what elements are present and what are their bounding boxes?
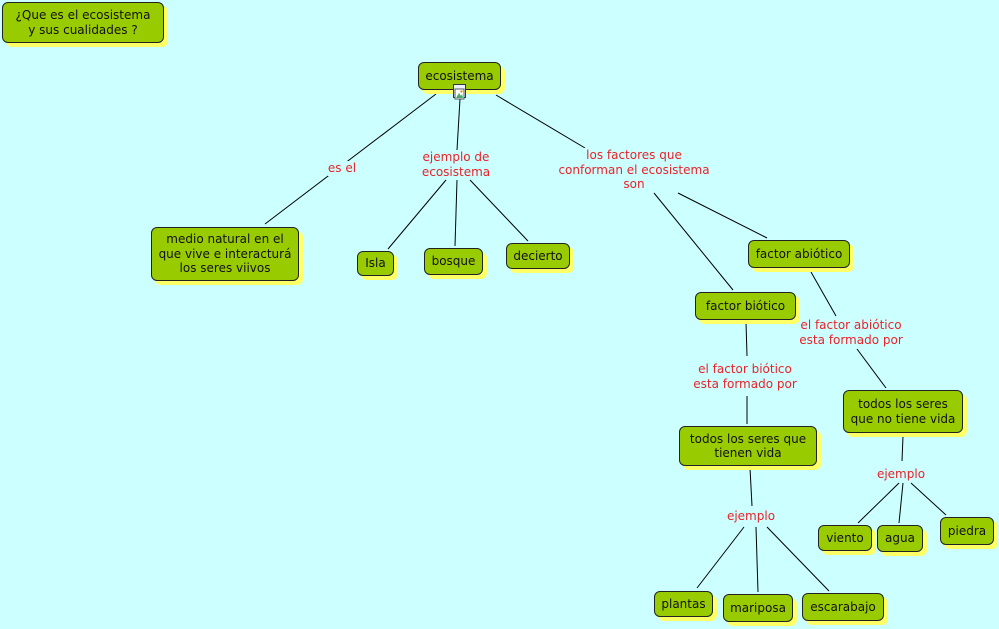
connector-line bbox=[653, 192, 734, 291]
connector-line bbox=[495, 94, 586, 149]
concept-medio-natural[interactable]: medio natural en el que vive e interactu… bbox=[151, 227, 299, 281]
connector-line bbox=[766, 526, 830, 592]
link-factores: los factores que conforman el ecosistema… bbox=[558, 148, 710, 192]
connector-line bbox=[456, 98, 461, 151]
map-title: ¿Que es el ecosistema y sus cualidades ? bbox=[2, 2, 164, 43]
connector-line bbox=[857, 482, 900, 524]
connector-line bbox=[910, 482, 947, 516]
connector-line bbox=[677, 192, 768, 239]
link-ejemplo-sin-vida: ejemplo bbox=[876, 467, 926, 482]
connector-line bbox=[745, 321, 748, 357]
concept-bosque[interactable]: bosque bbox=[424, 248, 483, 275]
concept-factor-abiotico[interactable]: factor abiótico bbox=[748, 240, 850, 268]
concept-mariposa[interactable]: mariposa bbox=[723, 594, 793, 622]
concept-piedra[interactable]: piedra bbox=[940, 517, 994, 545]
connector-line bbox=[454, 179, 458, 247]
concept-seres-sin-vida[interactable]: todos los seres que no tiene vida bbox=[843, 390, 963, 433]
concept-decierto[interactable]: decierto bbox=[506, 243, 570, 269]
link-ejemplo-de-ecosistema: ejemplo de ecosistema bbox=[421, 150, 491, 179]
concept-seres-con-vida[interactable]: todos los seres que tienen vida bbox=[679, 426, 817, 466]
connector-line bbox=[387, 179, 447, 250]
concept-agua[interactable]: agua bbox=[877, 525, 923, 552]
connector-line bbox=[810, 271, 837, 317]
connector-line bbox=[901, 435, 904, 462]
concept-factor-biotico[interactable]: factor biótico bbox=[695, 292, 796, 320]
connector-line bbox=[264, 93, 437, 225]
connector-line bbox=[755, 526, 759, 593]
link-es-el: es el bbox=[327, 161, 357, 176]
connector-line bbox=[898, 482, 904, 524]
connector-line bbox=[469, 179, 529, 242]
connector-line bbox=[856, 348, 887, 389]
concept-viento[interactable]: viento bbox=[818, 525, 872, 551]
concept-isla[interactable]: Isla bbox=[357, 251, 394, 276]
link-abiotico-formado: el factor abiótico esta formado por bbox=[799, 318, 903, 347]
resource-image-icon[interactable] bbox=[453, 84, 466, 100]
connector-line bbox=[749, 467, 753, 507]
concept-plantas[interactable]: plantas bbox=[654, 591, 713, 617]
connector-line bbox=[696, 526, 745, 589]
link-biotico-formado: el factor biótico esta formado por bbox=[693, 362, 797, 391]
link-ejemplo-vida: ejemplo bbox=[726, 509, 776, 524]
concept-escarabajo[interactable]: escarabajo bbox=[802, 593, 884, 621]
